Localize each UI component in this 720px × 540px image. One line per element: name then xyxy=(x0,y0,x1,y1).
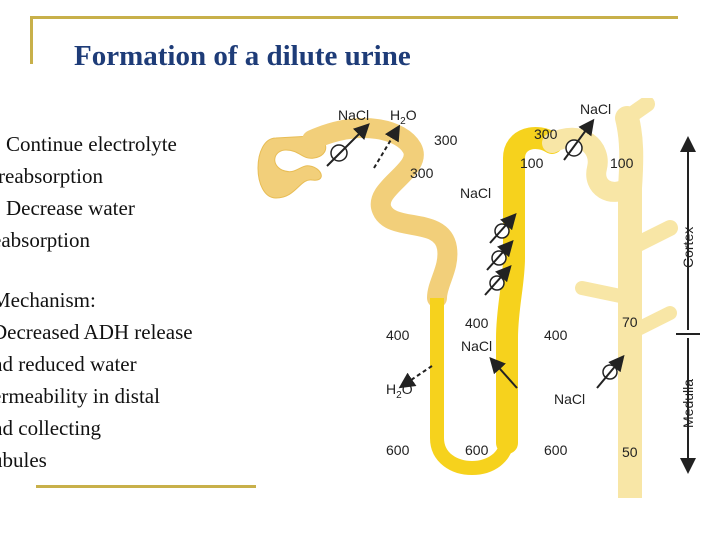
label-nacl-4: NaCl xyxy=(461,338,492,354)
frame-bottom-line xyxy=(36,485,256,488)
osm-600-b: 600 xyxy=(465,442,489,458)
osm-300-c: 300 xyxy=(410,165,434,181)
cortex-label: Cortex xyxy=(680,227,696,268)
label-nacl-1: NaCl xyxy=(338,107,369,123)
osm-300-a: 300 xyxy=(434,132,458,148)
mechanism-line-3: ermeability in distal xyxy=(0,380,242,412)
osm-100-b: 100 xyxy=(610,155,634,171)
bullet-line-4: eabsorption xyxy=(0,224,242,256)
osm-600-a: 600 xyxy=(386,442,410,458)
frame-left-line xyxy=(30,16,33,64)
slide-title: Formation of a dilute urine xyxy=(74,40,411,73)
label-nacl-2: NaCl xyxy=(580,101,611,117)
label-h2o-2: H2O xyxy=(386,381,413,401)
mechanism-line-1: Decreased ADH release xyxy=(0,316,242,348)
label-nacl-5: NaCl xyxy=(554,391,585,407)
mechanism-line-5: ubules xyxy=(0,444,242,476)
mechanism-line-2: nd reduced water xyxy=(0,348,242,380)
osm-300-b: 300 xyxy=(534,126,558,142)
medulla-label: Medulla xyxy=(680,379,696,428)
frame-top-line xyxy=(30,16,678,19)
osm-400-a: 400 xyxy=(386,327,410,343)
duct-branch-4 xyxy=(627,104,647,118)
osm-50: 50 xyxy=(622,444,638,460)
ascending-limb xyxy=(507,138,552,443)
text-column: Continue electrolyte reabsorption Decrea… xyxy=(0,128,242,476)
bullet-line-3: Decrease water xyxy=(0,192,242,224)
label-nacl-3: NaCl xyxy=(460,185,491,201)
duct-branch-2 xyxy=(582,288,630,298)
osm-400-c: 400 xyxy=(544,327,568,343)
bullet-line-1: Continue electrolyte xyxy=(0,128,242,160)
osm-600-c: 600 xyxy=(544,442,568,458)
osm-400-b: 400 xyxy=(465,315,489,331)
mechanism-heading: Mechanism: xyxy=(0,284,242,316)
collecting-duct xyxy=(627,118,631,498)
mechanism-line-4: nd collecting xyxy=(0,412,242,444)
osm-70: 70 xyxy=(622,314,638,330)
bullet-line-2: reabsorption xyxy=(0,160,242,192)
nephron-diagram: NaCl H2O NaCl NaCl NaCl NaCl H2O 300 300… xyxy=(252,98,712,498)
osm-100-a: 100 xyxy=(520,155,544,171)
